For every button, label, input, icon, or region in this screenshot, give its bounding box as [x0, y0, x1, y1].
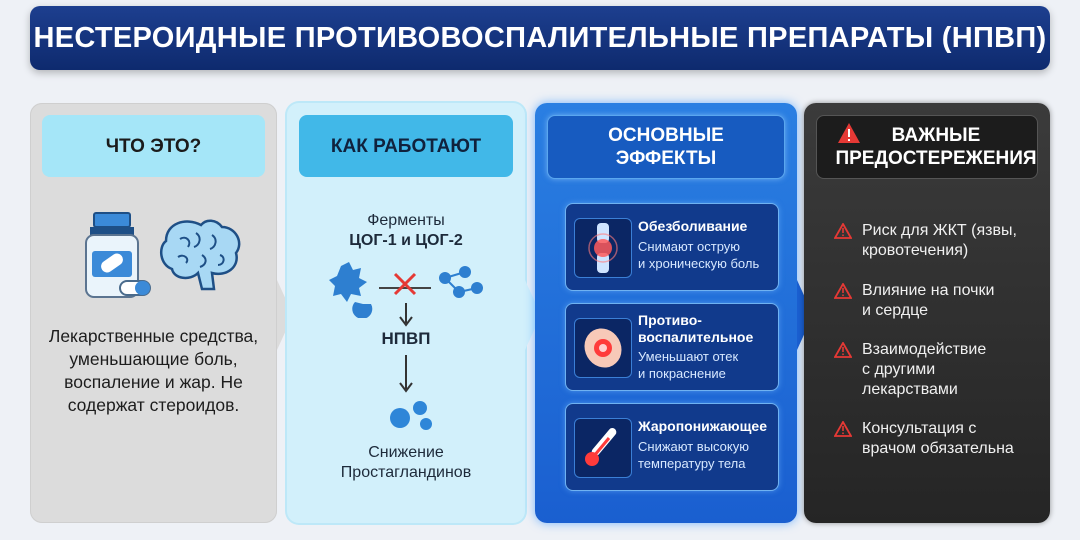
- page-title: НЕСТЕРОИДНЫЕ ПРОТИВОВОСПАЛИТЕЛЬНЫЕ ПРЕПА…: [33, 21, 1047, 54]
- effect-anti-inflammatory: Противо- воспалительное Уменьшают отек и…: [565, 303, 779, 391]
- prostaglandins-label: Простагландинов: [340, 464, 472, 481]
- warning-icon: [834, 223, 852, 239]
- warning-icon: [834, 342, 852, 358]
- effect-pain-relief: Обезболивание Снимают острую и хроническ…: [565, 203, 779, 291]
- brain-icon: [159, 219, 241, 291]
- effect-antipyretic: Жаропонижающее Снижают высокую температу…: [565, 403, 779, 491]
- warning-icon: [834, 283, 852, 299]
- how-it-works-header: КАК РАБОТАЮТ: [299, 115, 513, 177]
- arrow-down-icon: [399, 303, 413, 327]
- arrow-down-icon: [399, 355, 413, 393]
- enzyme-blocking-icon: [329, 262, 483, 318]
- arrow-chevron-icon: [277, 280, 293, 350]
- effect-title: Жаропонижающее: [638, 418, 768, 434]
- what-is-it-description: Лекарственные средства, уменьшающие боль…: [48, 326, 259, 415]
- effect-title: Противо-: [638, 312, 702, 328]
- cox-label: ЦОГ-1 и ЦОГ-2: [349, 232, 463, 249]
- effect-desc: Снимают острую: [638, 239, 741, 254]
- what-is-it-header: ЧТО ЭТО?: [42, 115, 265, 177]
- effect-desc: Уменьшают отек: [638, 349, 739, 364]
- nsaid-label: НПВП: [381, 329, 431, 348]
- effect-title: Обезболивание: [638, 218, 748, 234]
- arrow-chevron-icon: [525, 280, 541, 350]
- pill-bottle-icon: [85, 212, 151, 298]
- enzymes-label: Ферменты: [367, 212, 445, 229]
- effect-desc: Снижают высокую: [638, 439, 749, 454]
- effect-desc: и хроническую боль: [638, 256, 760, 271]
- prostaglandin-icon: [390, 401, 432, 430]
- how-it-works-panel: КАК РАБОТАЮТ Ферменты ЦОГ-1 и ЦОГ-2 НПВП…: [287, 103, 525, 523]
- inflammation-icon: [574, 318, 632, 378]
- effect-desc: температуру тела: [638, 456, 746, 471]
- thermometer-icon: [574, 418, 632, 478]
- effect-title: воспалительное: [638, 329, 754, 345]
- reduction-label: Снижение: [368, 444, 444, 461]
- warning-icon: [834, 421, 852, 437]
- title-bar: НЕСТЕРОИДНЫЕ ПРОТИВОВОСПАЛИТЕЛЬНЫЕ ПРЕПА…: [30, 6, 1050, 70]
- warning-icon: [838, 123, 860, 143]
- what-is-it-panel: ЧТО ЭТО? Лекарственные средства, уменьша…: [30, 103, 277, 523]
- joint-pain-icon: [574, 218, 632, 278]
- effect-desc: и покраснение: [638, 366, 726, 381]
